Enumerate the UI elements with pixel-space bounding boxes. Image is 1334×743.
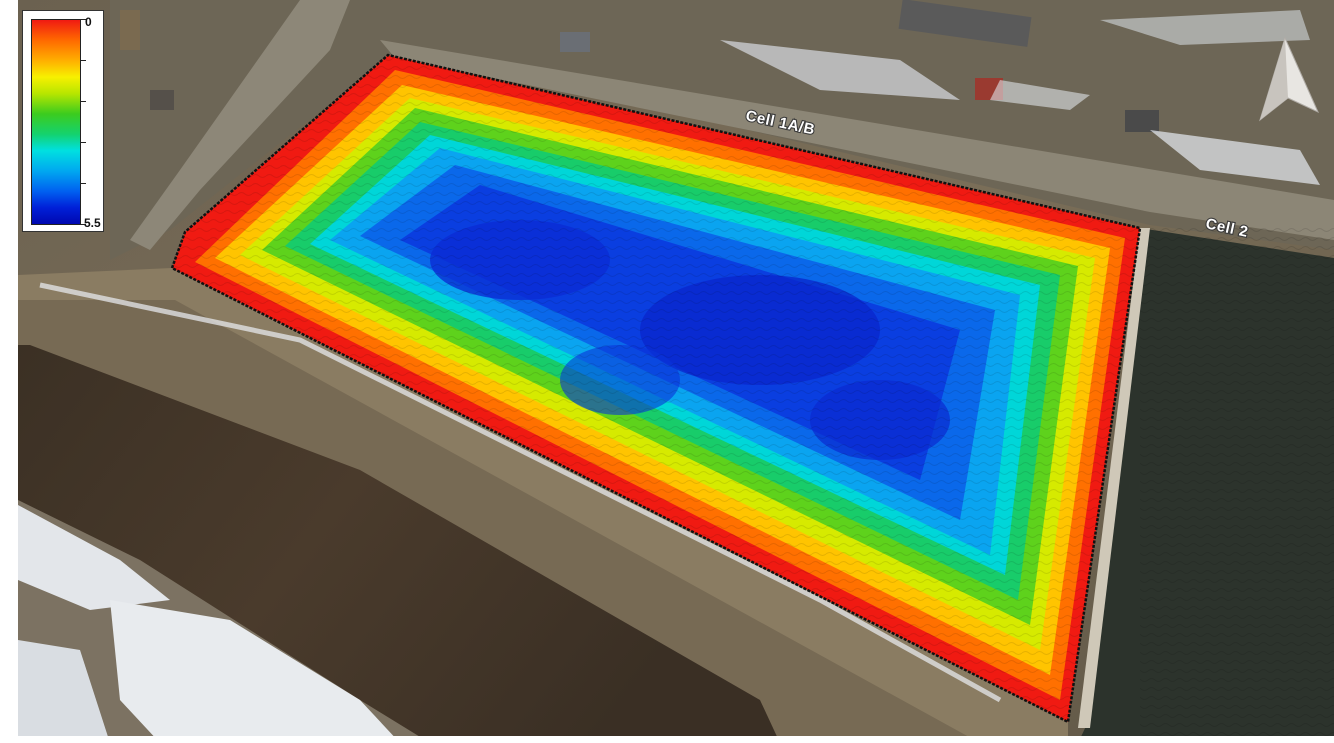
legend-tick xyxy=(81,183,86,184)
snow-patch xyxy=(1100,10,1310,45)
frame-bottom xyxy=(0,736,1334,743)
legend-tick xyxy=(81,19,86,20)
building xyxy=(120,10,140,50)
legend-tick xyxy=(81,101,86,102)
building xyxy=(898,0,1032,47)
building xyxy=(1125,110,1159,132)
cell-1ab-boundary xyxy=(170,53,1142,724)
upper-ground xyxy=(110,0,1334,260)
road-west xyxy=(130,0,350,250)
snow-patch xyxy=(1150,130,1320,185)
building xyxy=(560,32,590,52)
snow-field xyxy=(110,600,400,743)
legend-max-label: 0 xyxy=(85,15,92,29)
legend-tick xyxy=(81,60,86,61)
road-north xyxy=(380,40,1334,240)
legend-tick xyxy=(81,142,86,143)
snow-field xyxy=(18,640,110,743)
depth-legend: 0 5.5 xyxy=(22,10,104,232)
legend-color-ramp xyxy=(31,19,81,225)
frame-left xyxy=(0,0,18,743)
dividing-wall xyxy=(1078,228,1150,728)
legend-tick xyxy=(81,224,86,225)
snow-patch xyxy=(720,40,960,100)
snow-patch xyxy=(990,80,1090,110)
pond-ripples xyxy=(1140,228,1334,743)
building xyxy=(150,90,174,110)
legend-min-label: 5.5 xyxy=(84,216,101,230)
north-arrow-icon xyxy=(1259,36,1320,122)
snow-strip xyxy=(39,282,1002,703)
snow-field xyxy=(18,505,170,610)
embankment-slope xyxy=(18,300,980,743)
